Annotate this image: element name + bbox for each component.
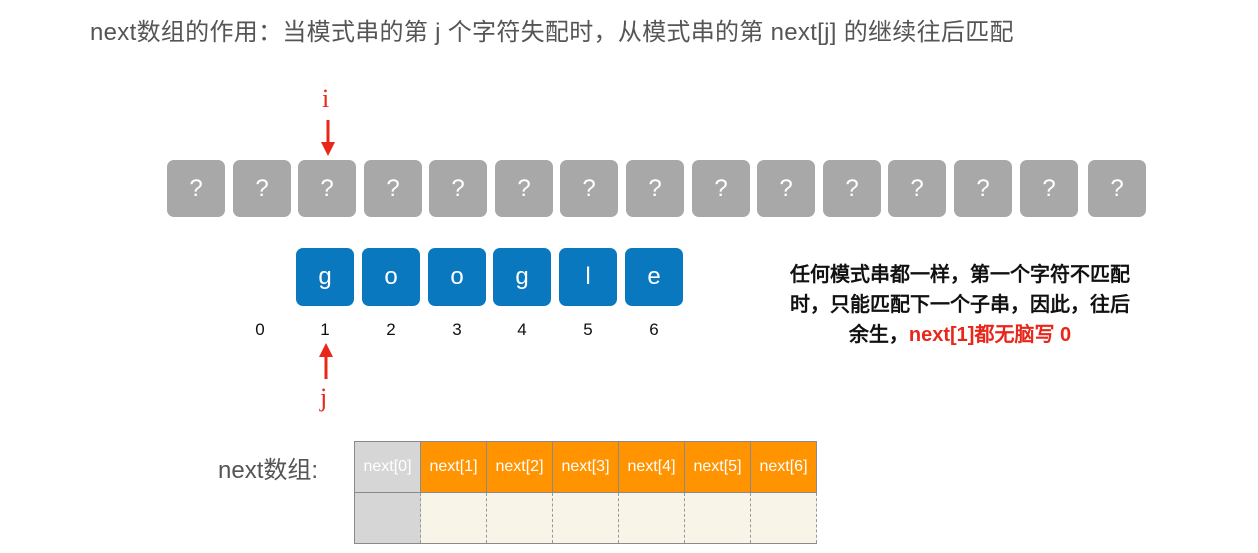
next-value-cell [684, 492, 751, 544]
index-label: 5 [583, 320, 593, 339]
pattern-cell: e [625, 248, 683, 306]
next-array-label: next数组: [218, 457, 319, 484]
next-array-value-row [354, 492, 817, 544]
note-line-1: 任何模式串都一样，第一个字符不匹配 [790, 264, 1130, 286]
i-pointer-label: i [322, 84, 330, 113]
next-value-cell [486, 492, 553, 544]
up-arrow-icon [319, 343, 333, 379]
index-label: 2 [386, 320, 396, 339]
j-pointer-label: j [320, 383, 328, 412]
index-label: 4 [517, 320, 527, 339]
next-value-cell [420, 492, 487, 544]
text-cell: ? [692, 160, 750, 217]
pattern-cell: o [428, 248, 486, 306]
text-cell: ? [167, 160, 225, 217]
note-highlight: next[1]都无脑写 0 [908, 324, 1072, 346]
next-value-cell [618, 492, 685, 544]
next-header-cell: next[6] [750, 441, 817, 493]
note-prefix: 余生， [848, 324, 909, 346]
text-cell: ? [954, 160, 1012, 217]
text-cell: ? [298, 160, 356, 217]
pattern-cell: g [493, 248, 551, 306]
note-line-3: 余生，next[1]都无脑写 0 [745, 320, 1175, 350]
text-cell: ? [1020, 160, 1078, 217]
page-title: next数组的作用：当模式串的第 j 个字符失配时，从模式串的第 next[j]… [90, 19, 1014, 46]
text-cell: ? [888, 160, 946, 217]
pattern-cell: l [559, 248, 617, 306]
pattern-cell: o [362, 248, 420, 306]
text-cell: ? [429, 160, 487, 217]
next-header-cell: next[4] [618, 441, 685, 493]
next-value-cell [354, 492, 421, 544]
pattern-cell: g [296, 248, 354, 306]
text-cell: ? [495, 160, 553, 217]
text-cell: ? [364, 160, 422, 217]
text-cell: ? [560, 160, 618, 217]
text-cell: ? [823, 160, 881, 217]
next-value-cell [552, 492, 619, 544]
next-array-table: next[0] next[1] next[2] next[3] next[4] … [354, 441, 817, 544]
down-arrow-icon [321, 120, 335, 156]
index-label: 6 [649, 320, 659, 339]
text-cell: ? [233, 160, 291, 217]
next-header-cell: next[3] [552, 441, 619, 493]
text-cell: ? [1088, 160, 1146, 217]
next-header-cell: next[0] [354, 441, 421, 493]
note-line-2: 时，只能匹配下一个子串，因此，往后 [790, 294, 1130, 316]
next-header-cell: next[5] [684, 441, 751, 493]
next-header-cell: next[2] [486, 441, 553, 493]
next-value-cell [750, 492, 817, 544]
index-label: 0 [255, 320, 265, 339]
text-cell: ? [757, 160, 815, 217]
explanation-note: 任何模式串都一样，第一个字符不匹配 时，只能匹配下一个子串，因此，往后 余生，n… [745, 260, 1175, 350]
index-label: 1 [320, 320, 330, 339]
text-cell: ? [626, 160, 684, 217]
next-array-header-row: next[0] next[1] next[2] next[3] next[4] … [354, 441, 817, 493]
index-label: 3 [452, 320, 462, 339]
next-header-cell: next[1] [420, 441, 487, 493]
